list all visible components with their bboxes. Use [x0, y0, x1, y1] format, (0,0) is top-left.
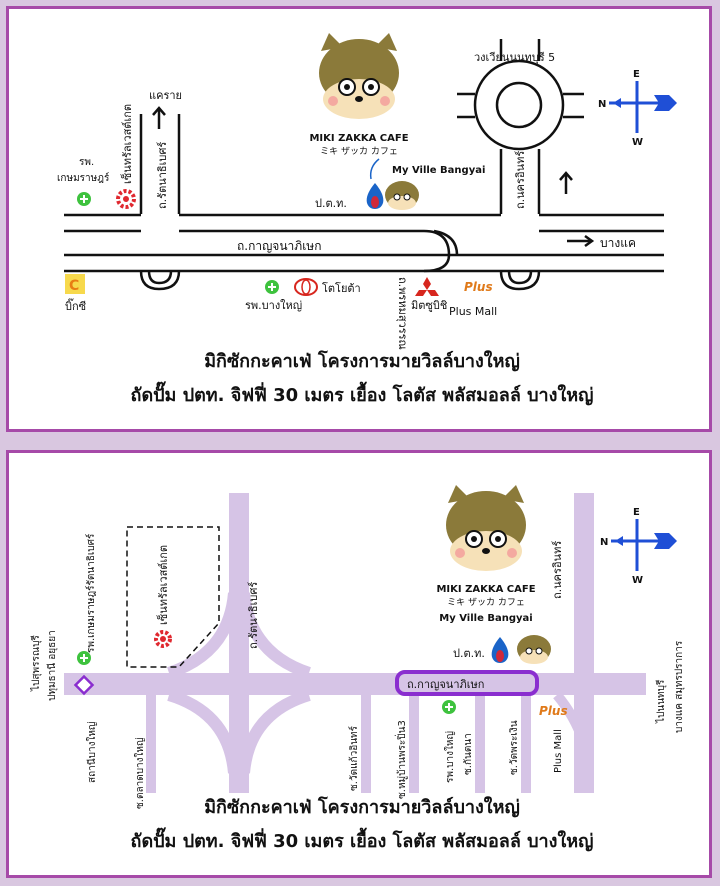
road-kanchanaphisek-top — [64, 213, 664, 273]
plus-logo-icon: Plus — [464, 280, 493, 294]
toyota-logo-icon — [294, 278, 318, 296]
road-talad-bangyai — [146, 683, 156, 793]
central-flower-icon — [116, 189, 136, 209]
compass-e-bottom: E — [633, 507, 640, 518]
road-rattanathibet-top — [139, 114, 181, 291]
plus-mall-label-bottom: Plus Mall — [553, 729, 564, 773]
hospital-bangyai-label: รพ.บางใหญ่ — [245, 299, 302, 312]
mascot-squirrel-icon — [319, 33, 399, 119]
to-pathum-label: ไปสุพรรณบุรี — [30, 635, 42, 692]
mitsubishi-logo-icon — [415, 277, 439, 296]
kanchana-label-bottom: ถ.กาญจนาภิเษก — [407, 678, 484, 691]
road-village — [409, 683, 419, 793]
soi-wat-kaew-label: ซ.วัดแก้วอินทร์ — [348, 725, 360, 791]
ptt-label-bottom: ป.ต.ท. — [453, 647, 485, 660]
road-wat-phra — [521, 683, 531, 793]
ptt-station-icon-bottom — [491, 637, 509, 663]
soi-village-label: ซ.หมู่บ้านพระปิ่น3 — [394, 720, 408, 799]
hospital-bangyai-icon-bottom — [442, 700, 456, 714]
map-top-svg: E N W MIKI ZAKKA CAFE ミキ ザッカ カフェ My Vill… — [57, 33, 677, 406]
central-west-label-bottom: เซ็นทรัลเวสต์เกต — [156, 545, 170, 625]
hospital-bangyai-label-bottom: รพ.บางใหญ่ — [444, 731, 456, 783]
phromma-label: ถ.พรหมสุวรรณ — [396, 277, 409, 350]
hospital-bangyai-icon — [265, 280, 279, 294]
road-kanchana — [475, 683, 485, 793]
arrow-up-right — [559, 171, 573, 194]
rattanathibet-label: ถ.รัตนาธิเบศร์ — [156, 142, 169, 209]
road-nakhon-in-bottom — [574, 493, 594, 793]
compass-w: W — [632, 137, 643, 148]
compass-n-bottom: N — [600, 537, 608, 548]
caption-line-1-bottom: มิกิซักกะคาเฟ่ โครงการมายวิลล์บางใหญ่ — [204, 796, 520, 818]
ramp-right — [553, 691, 589, 745]
roundabout-top — [457, 39, 584, 291]
mascot-squirrel-icon-bottom — [446, 485, 526, 571]
bigc-logo-icon: C — [65, 274, 85, 294]
station-diamond-icon — [73, 674, 95, 696]
interchange-curves — [166, 592, 312, 774]
ptt-station-icon — [366, 183, 384, 209]
caption-line-1-top: มิกิซักกะคาเฟ่ โครงการมายวิลล์บางใหญ่ — [204, 350, 520, 372]
kanchana-label: ถ.กาญจนาภิเษก — [237, 239, 321, 253]
caption-line-2-top: ถัดปั๊ม ปตท. จิฟฟี่ 30 เมตร เยื้อง โลตัส… — [131, 381, 594, 406]
road-kanchanaphisek-bottom — [64, 673, 646, 695]
map-bottom-svg: ถ.กาญจนาภิเษก เซ็นทรัลเวสต์เกต ถ.รัตนาธิ… — [30, 485, 685, 852]
compass-e: E — [633, 69, 640, 80]
hospital-kasem-label: รพ. — [79, 157, 94, 168]
cafe-name-en: MIKI ZAKKA CAFE — [309, 133, 408, 144]
to-nonthaburi-label-2: บางแค สมุทรปราการ — [674, 640, 685, 733]
mitsubishi-label: มิตซูบิชิ — [411, 299, 447, 312]
hospital-icon-bottom — [77, 651, 91, 665]
my-ville-label: My Ville Bangyai — [392, 165, 485, 176]
toyota-label: โตโยต้า — [322, 281, 361, 295]
to-nonthaburi-label: ไปนนทบุรี — [655, 679, 667, 724]
road-rattanathibet-bottom — [229, 493, 249, 793]
bigc-label: บิ๊กซี — [65, 298, 87, 313]
bangkhae-label: บางแค — [600, 236, 636, 250]
pointer-arrow — [369, 158, 380, 180]
nakhon-in-label-bottom: ถ.นครอินทร์ — [551, 541, 564, 599]
compass-w-bottom: W — [632, 575, 643, 586]
central-westgate-area — [126, 526, 220, 668]
uturn-marker — [395, 670, 539, 696]
arrow-up-left — [152, 106, 166, 129]
rattanathibet-label-bottom: ถ.รัตนาธิเบศร์ — [247, 582, 260, 649]
svg-text:C: C — [69, 278, 79, 294]
kaerai-label: แคราย — [149, 89, 182, 102]
compass-icon-bottom: E N W — [600, 507, 677, 586]
cafe-name-jp-bottom: ミキ ザッカ カフェ — [447, 597, 525, 608]
map-panel-bottom: ถ.กาญจนาภิเษก เซ็นทรัลเวสต์เกต ถ.รัตนาธิ… — [6, 450, 712, 878]
plus-logo-icon-bottom: Plus — [539, 704, 568, 718]
compass-icon-top: E N W — [598, 69, 677, 148]
compass-n: N — [598, 99, 606, 110]
central-flower-icon-bottom — [154, 630, 172, 648]
road-wat-kaew — [361, 683, 371, 793]
nakhon-in-label: ถ.นครอินทร์ — [514, 151, 527, 209]
talad-bangyai-label: ซ.ตลาดบางใหญ่ — [134, 737, 146, 809]
arrow-right — [567, 234, 595, 248]
my-ville-label-bottom: My Ville Bangyai — [439, 613, 532, 624]
small-mascot-icon — [385, 181, 419, 210]
central-west-label: เซ็นทรัลเวสต์เกต — [120, 104, 134, 184]
hospital-kasem-label-2: เกษมราษฎร์ — [57, 172, 110, 184]
hospital-icon — [77, 192, 91, 206]
cafe-name-en-bottom: MIKI ZAKKA CAFE — [436, 584, 535, 595]
roundabout-label: วงเวียนนนทบุรี 5 — [474, 51, 555, 64]
caption-line-2-bottom: ถัดปั๊ม ปตท. จิฟฟี่ 30 เมตร เยื้อง โลตัส… — [131, 827, 594, 852]
station-label: สถานีบางใหญ่ — [86, 722, 98, 783]
small-mascot-icon-bottom — [517, 635, 551, 664]
plus-mall-label: Plus Mall — [449, 305, 497, 318]
cafe-name-jp: ミキ ザッカ カフェ — [320, 146, 398, 157]
map-panel-top: E N W MIKI ZAKKA CAFE ミキ ザッカ カフェ My Vill… — [6, 6, 712, 432]
ptt-label: ป.ต.ท. — [315, 197, 347, 210]
soi-wat-phra-label: ซ.วัดพระเงิน — [509, 720, 520, 775]
hospital-kasem-bottom: รพ.เกษมราษฎร์รัตนาธิเบศร์ — [85, 533, 97, 653]
to-pathum-label-2: ปทุมธานี อยุธยา — [46, 630, 58, 701]
soi-kanchana-label: ซ.กันตนา — [463, 733, 474, 775]
